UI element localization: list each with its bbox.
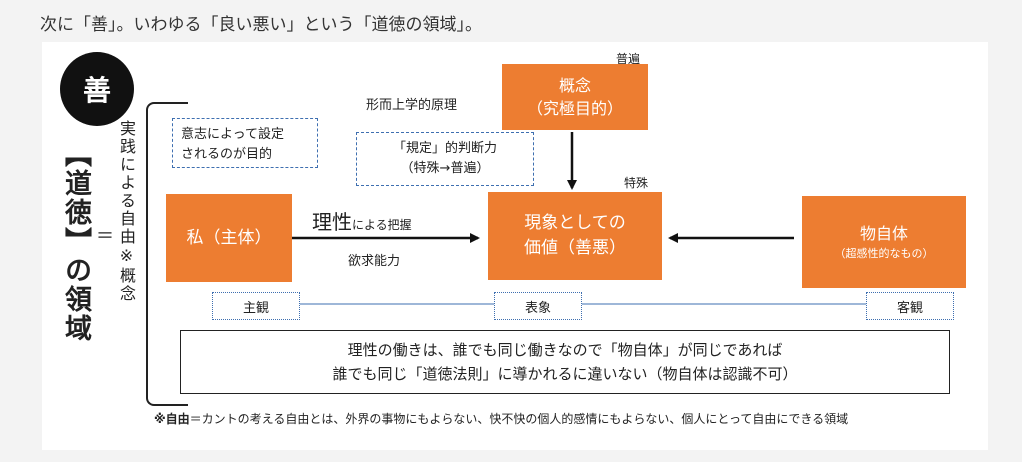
will-box-line-2: されるのが目的 xyxy=(181,146,273,162)
will-box: 意志によって設定 されるのが目的 xyxy=(172,118,318,168)
particular-label: 特殊 xyxy=(624,176,649,190)
concept-box-line-2: （究極目的） xyxy=(526,99,623,118)
objective-box: 客観 xyxy=(866,292,954,320)
reason-label: 理性による把握 xyxy=(312,206,412,235)
universal-label: 普遍 xyxy=(616,52,641,66)
thing-box-label: 物自体 xyxy=(859,224,908,244)
reason-note-box: 理性の働きは、誰でも同じ働きなので「物自体」が同じであれば 誰でも同じ「道徳法則… xyxy=(180,330,950,394)
equals-sign: ＝ xyxy=(96,226,114,247)
desire-faculty-label: 欲求能力 xyxy=(348,254,401,269)
will-box-line-1: 意志によって設定 xyxy=(181,127,284,142)
domain-title: 【道徳】の領域 xyxy=(60,140,91,343)
left-bracket xyxy=(146,102,188,406)
note-line-1: 理性の働きは、誰でも同じ働きなので「物自体」が同じであれば xyxy=(347,341,783,359)
self-box-label: 私（主体） xyxy=(186,227,272,248)
freedom-footnote: ※自由＝カントの考える自由とは、外界の事物にもよらない、快不快の個人的感情にもよ… xyxy=(154,410,848,427)
self-box: 私（主体） xyxy=(166,194,292,282)
judgment-box-line-1: 「規定」的判断力 xyxy=(392,141,497,156)
footnote-bold: ※自由 xyxy=(154,412,190,426)
phenomenon-box-line-1: 現象としての xyxy=(524,213,626,234)
judgment-box-line-2: （特殊→普遍） xyxy=(400,160,490,176)
thing-in-itself-box: 物自体 （超感性的なもの） xyxy=(802,196,966,288)
practice-freedom-label: 実践による自由※概念 xyxy=(117,120,136,303)
concept-box-line-1: 概念 xyxy=(558,75,591,95)
representation-box: 表象 xyxy=(494,292,582,320)
good-circle: 善 xyxy=(60,52,134,126)
reason-small-text: による把握 xyxy=(352,218,412,232)
page-heading: 次に「善」。いわゆる「良い悪い」という「道徳の領域」。 xyxy=(40,15,482,35)
judgment-box: 「規定」的判断力 （特殊→普遍） xyxy=(356,132,534,186)
objective-label: 客観 xyxy=(896,300,923,316)
metaphysics-label: 形而上学的原理 xyxy=(366,98,458,113)
phenomenon-box: 現象としての 価値（善悪） xyxy=(488,192,662,280)
reason-big-text: 理性 xyxy=(312,210,352,234)
thing-box-sublabel: （超感性的なもの） xyxy=(834,246,934,260)
note-line-2: 誰でも同じ「道徳法則」に導かれるに違いない（物自体は認識不可） xyxy=(332,365,798,383)
concept-box: 概念 （究極目的） xyxy=(502,64,648,130)
subjective-label: 主観 xyxy=(242,300,269,316)
phenomenon-box-line-2: 価値（善悪） xyxy=(524,238,626,258)
footnote-text: ＝カントの考える自由とは、外界の事物にもよらない、快不快の個人的感情にもよらない… xyxy=(189,412,849,426)
diagram-panel: 善 【道徳】の領域 ＝ 実践による自由※概念 意志によって設定 されるのが目的 … xyxy=(42,42,988,450)
subjective-box: 主観 xyxy=(212,292,300,320)
representation-label: 表象 xyxy=(524,300,551,316)
